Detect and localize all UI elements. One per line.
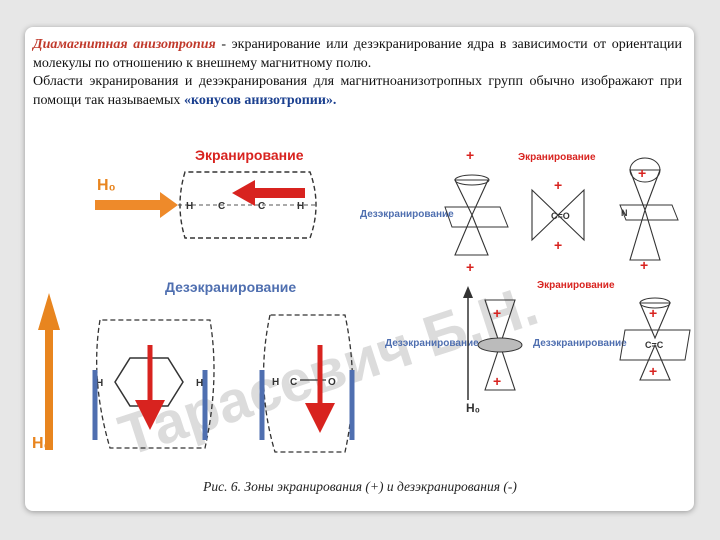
plus-sign-7: + bbox=[493, 305, 501, 321]
label-deshielding-left: Дезэкранирование bbox=[165, 279, 296, 295]
label-shielding-right: Экранирование bbox=[518, 152, 596, 163]
plus-sign-8: + bbox=[493, 373, 501, 389]
induced-field-arrow bbox=[232, 180, 305, 206]
plus-sign-3: + bbox=[554, 177, 562, 193]
benzene-h-right: H bbox=[196, 378, 203, 389]
nitro-label: N bbox=[621, 208, 628, 218]
label-deshielding-right-1: Дезэкранирование bbox=[360, 209, 454, 220]
carbonyl-c: C bbox=[290, 377, 297, 388]
definition-text: - экранирование или дезэкранирование ядр… bbox=[33, 37, 682, 71]
paragraph-cones: Области экранирования и дезэкранирования… bbox=[33, 73, 682, 110]
plus-sign-1: + bbox=[466, 147, 474, 163]
cone-group-1 bbox=[444, 174, 509, 256]
carbonyl-h: H bbox=[272, 377, 279, 388]
cones-lead-text: Области экранирования и дезэкранирования… bbox=[33, 74, 682, 108]
text-block: Диамагнитная анизотропия - экранирование… bbox=[33, 36, 682, 110]
cone-group-5 bbox=[619, 297, 691, 381]
plus-sign-4: + bbox=[554, 237, 562, 253]
paragraph-definition: Диамагнитная анизотропия - экранирование… bbox=[33, 36, 682, 73]
benzene-field-lines bbox=[96, 319, 215, 449]
field-label-horizontal: H₀ bbox=[97, 177, 116, 194]
carbonyl-field-lines bbox=[262, 314, 354, 453]
plus-sign-10: + bbox=[649, 363, 657, 379]
figure-caption: Рис. 6. Зоны экранирования (+) и дезэкра… bbox=[203, 479, 517, 494]
field-label-vertical: H₀ bbox=[32, 435, 51, 452]
field-label-right: H₀ bbox=[466, 401, 480, 415]
shielding-cylinder bbox=[179, 171, 317, 239]
atom-h-right: H bbox=[297, 201, 304, 212]
cone-group-2 bbox=[531, 188, 585, 242]
atom-c-right: C bbox=[258, 201, 265, 212]
benzene-ring bbox=[114, 357, 184, 407]
label-deshielding-right-2: Дезэкранирование bbox=[385, 338, 479, 349]
label-deshielding-right-3: Дезэкранирование bbox=[533, 338, 627, 349]
carbonyl-cone-label: C=O bbox=[551, 211, 570, 221]
cone-group-3 bbox=[619, 157, 679, 261]
plus-sign-5: + bbox=[638, 165, 646, 181]
slide-card bbox=[25, 27, 694, 511]
cone-group-4 bbox=[463, 286, 523, 400]
term-diamagnetic-anisotropy: Диамагнитная анизотропия bbox=[33, 37, 216, 52]
benzene-h-left: H bbox=[96, 378, 103, 389]
atom-h-left: H bbox=[186, 201, 193, 212]
label-shielding-left: Экранирование bbox=[195, 147, 304, 163]
label-shielding-right-2: Экранирование bbox=[537, 280, 615, 291]
plus-sign-9: + bbox=[649, 305, 657, 321]
plus-sign-2: + bbox=[466, 259, 474, 275]
carbonyl-o: O bbox=[328, 377, 336, 388]
atom-c-left: C bbox=[218, 201, 225, 212]
cones-term: «конусов анизотропии». bbox=[183, 92, 337, 108]
field-arrow-vertical bbox=[38, 293, 60, 450]
plus-sign-6: + bbox=[640, 257, 648, 273]
alkene-label: C=C bbox=[645, 340, 664, 350]
field-arrow-horizontal bbox=[95, 192, 178, 218]
